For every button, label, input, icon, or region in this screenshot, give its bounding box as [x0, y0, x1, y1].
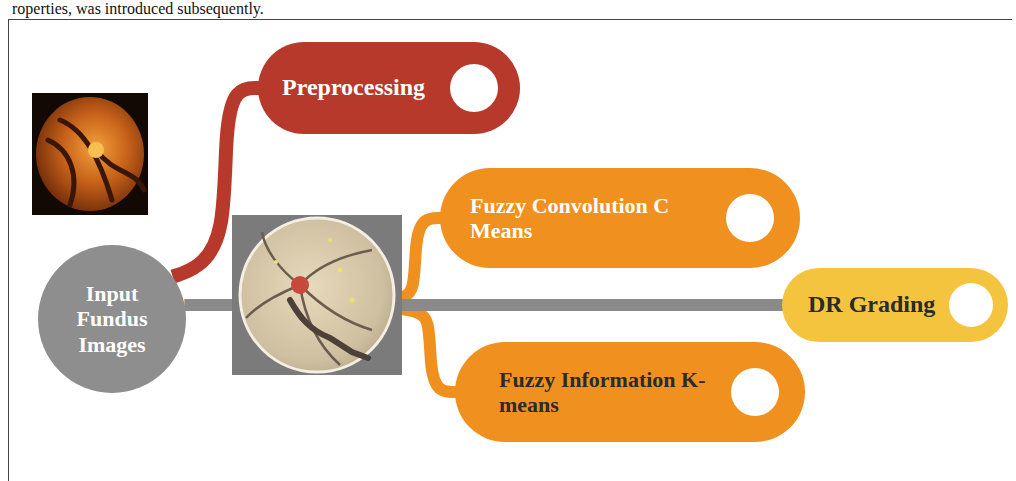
page-text: roperties, was introduced subsequently.: [12, 0, 264, 17]
method-pill: Fuzzy Information K-means: [455, 342, 805, 442]
end-cap: [450, 64, 498, 112]
process-pill: Preprocessing: [258, 42, 520, 134]
node-label: Fuzzy Convolution C Means: [470, 193, 710, 244]
node-label: Preprocessing: [282, 74, 425, 102]
node-label: Input Fundus Images: [48, 281, 176, 357]
output-pill: DR Grading: [782, 268, 1008, 342]
node-label: DR Grading: [808, 291, 935, 319]
method-pill: Fuzzy Convolution C Means: [440, 168, 800, 268]
preprocessed-fundus: [232, 215, 402, 375]
raw-fundus-photo: [32, 93, 148, 215]
end-cap: [949, 283, 993, 327]
node-label: Fuzzy Information K-means: [499, 367, 719, 418]
figure-frame: [8, 19, 1012, 481]
end-cap: [731, 368, 779, 416]
input-circle: Input Fundus Images: [38, 245, 186, 393]
end-cap: [726, 194, 774, 242]
